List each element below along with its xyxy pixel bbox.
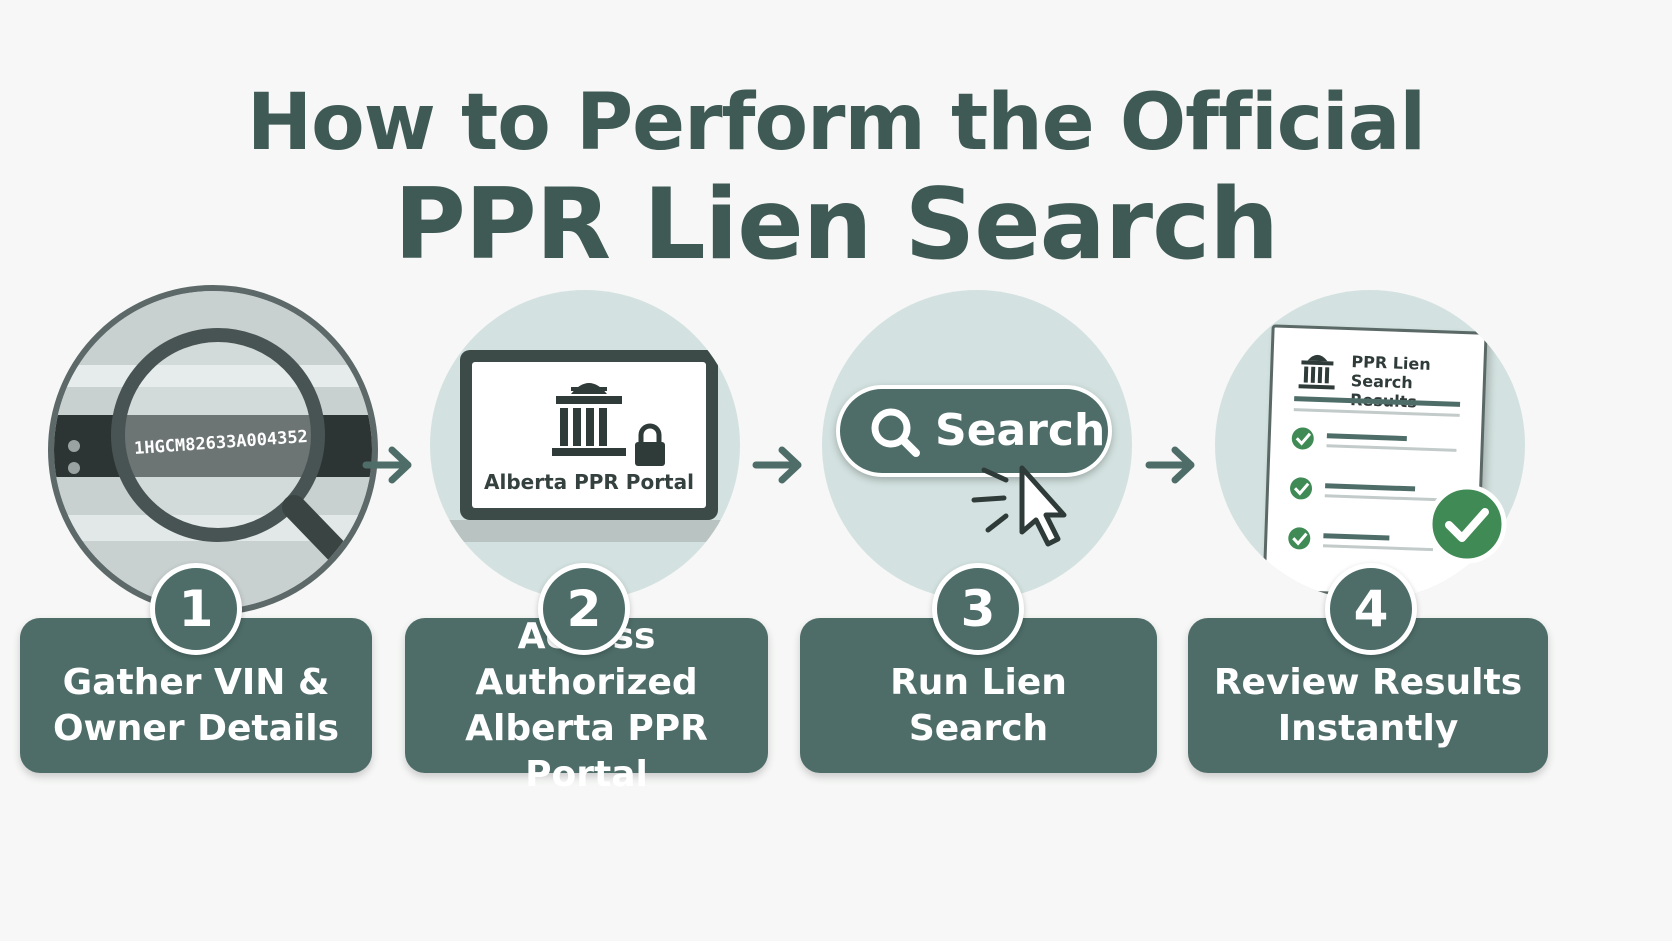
step-2-illustration: Alberta PPR Portal	[430, 290, 740, 600]
lock-icon	[635, 423, 665, 466]
search-button: Search	[836, 385, 1112, 477]
step-2-number-badge: 2	[538, 563, 630, 655]
title-line-1: How to Perform the Official	[246, 78, 1426, 168]
laptop-screen: Alberta PPR Portal	[460, 350, 718, 520]
laptop-base	[430, 520, 740, 542]
step-3-illustration: Search	[822, 290, 1132, 600]
step-1-number-badge: 1	[150, 563, 242, 655]
step-1-illustration: 1HGCM82633A004352	[48, 285, 378, 615]
results-list	[1288, 396, 1461, 552]
government-building-icon	[1298, 354, 1335, 390]
magnifying-glass-icon	[111, 328, 360, 575]
check-icon	[1291, 427, 1314, 450]
step-4-number-badge: 4	[1325, 563, 1417, 655]
portal-label: Alberta PPR Portal	[484, 470, 694, 494]
step-1-label: Gather VIN & Owner Details	[52, 661, 340, 749]
check-icon	[1290, 477, 1313, 500]
search-button-label: Search	[935, 405, 1106, 456]
search-icon	[871, 408, 920, 457]
government-building-icon	[552, 383, 626, 456]
big-check-icon	[1427, 484, 1507, 564]
step-3-label: Run Lien Search	[890, 661, 1067, 749]
arrow-right-icon	[752, 446, 802, 484]
title-line-2: PPR Lien Search	[394, 168, 1279, 282]
results-document: PPR Lien Search Results	[1262, 324, 1488, 600]
arrow-right-icon	[362, 446, 412, 484]
check-icon	[1288, 527, 1311, 550]
cursor-icon	[971, 465, 1067, 547]
step-3-number-badge: 3	[932, 563, 1024, 655]
arrow-right-icon	[1145, 446, 1195, 484]
step-2-label: Access Authorized Alberta PPR Portal	[465, 616, 708, 795]
step-4-label: Review Results Instantly	[1213, 661, 1523, 749]
